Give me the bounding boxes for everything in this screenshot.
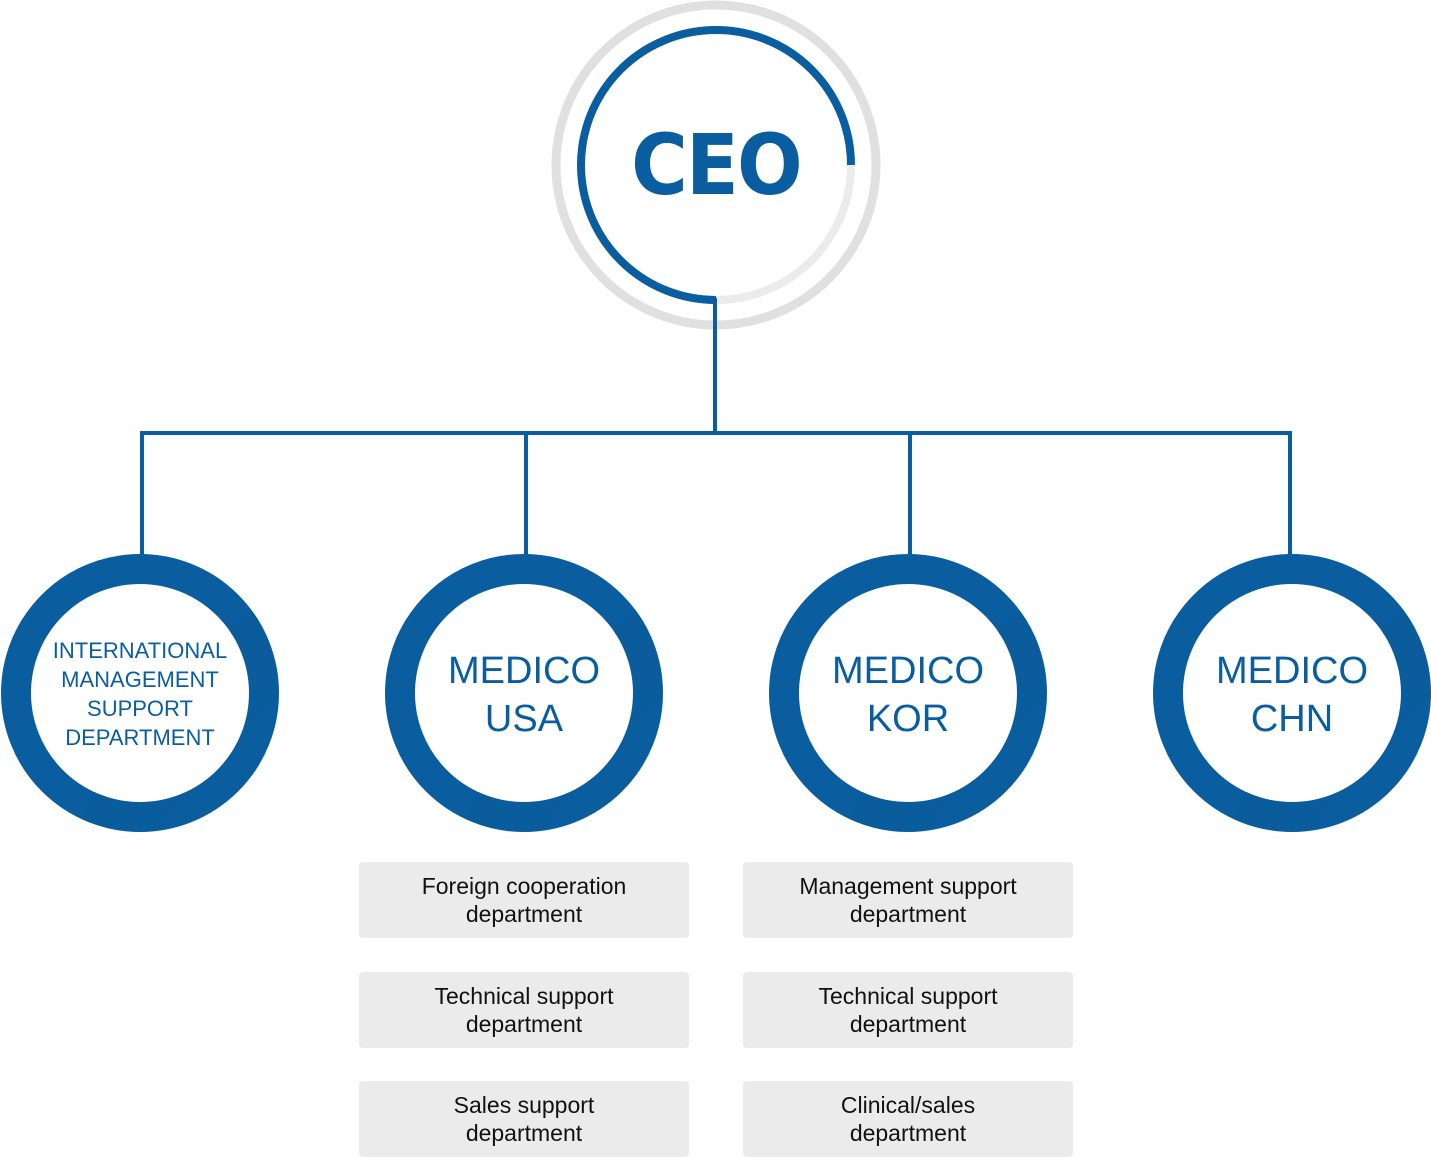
dept-usa-sales-support: Sales support department <box>359 1081 689 1157</box>
label-line: INTERNATIONAL <box>52 638 228 663</box>
dept-label: Sales support department <box>453 1092 595 1146</box>
division-ring-shadow <box>849 613 1048 833</box>
division-node-intl-mgmt <box>1 554 280 833</box>
connector-lines <box>140 298 1292 556</box>
label-line: SUPPORT <box>87 696 193 721</box>
ceo-node-label: CEO <box>631 116 803 214</box>
division-label-medico-kor: MEDICO KOR <box>798 647 1018 743</box>
division-label-intl-mgmt: INTERNATIONAL MANAGEMENT SUPPORT DEPARTM… <box>20 636 260 752</box>
division-node-medico-usa <box>385 554 664 833</box>
dept-label: Technical support department <box>818 983 998 1037</box>
label-line: KOR <box>866 698 950 740</box>
division-label-medico-chn: MEDICO CHN <box>1182 647 1402 743</box>
division-node-medico-kor <box>769 554 1048 833</box>
label-line: MEDICO <box>1216 650 1368 692</box>
ceo-inner-ring-arc <box>577 26 855 304</box>
division-node-medico-chn <box>1153 554 1431 832</box>
dept-label: Management support department <box>799 873 1017 927</box>
dept-label: Foreign cooperation department <box>421 873 627 927</box>
dept-usa-technical-support: Technical support department <box>359 972 689 1048</box>
division-ring-shadow <box>1233 613 1431 832</box>
label-line: USA <box>484 698 564 740</box>
dept-kor-management-support: Management support department <box>743 862 1073 938</box>
dept-label: Technical support department <box>434 983 614 1037</box>
label-line: MANAGEMENT <box>61 667 219 692</box>
dept-kor-technical-support: Technical support department <box>743 972 1073 1048</box>
division-ring-shadow <box>81 613 280 833</box>
dept-label: Clinical/sales department <box>840 1092 976 1146</box>
label-line: DEPARTMENT <box>65 725 215 750</box>
label-line: MEDICO <box>448 650 600 692</box>
dept-kor-clinical-sales: Clinical/sales department <box>743 1081 1073 1157</box>
division-ring-shadow <box>465 613 664 833</box>
label-line: MEDICO <box>832 650 984 692</box>
dept-usa-foreign-cooperation: Foreign cooperation department <box>359 862 689 938</box>
division-label-medico-usa: MEDICO USA <box>414 647 634 743</box>
label-line: CHN <box>1250 698 1334 740</box>
